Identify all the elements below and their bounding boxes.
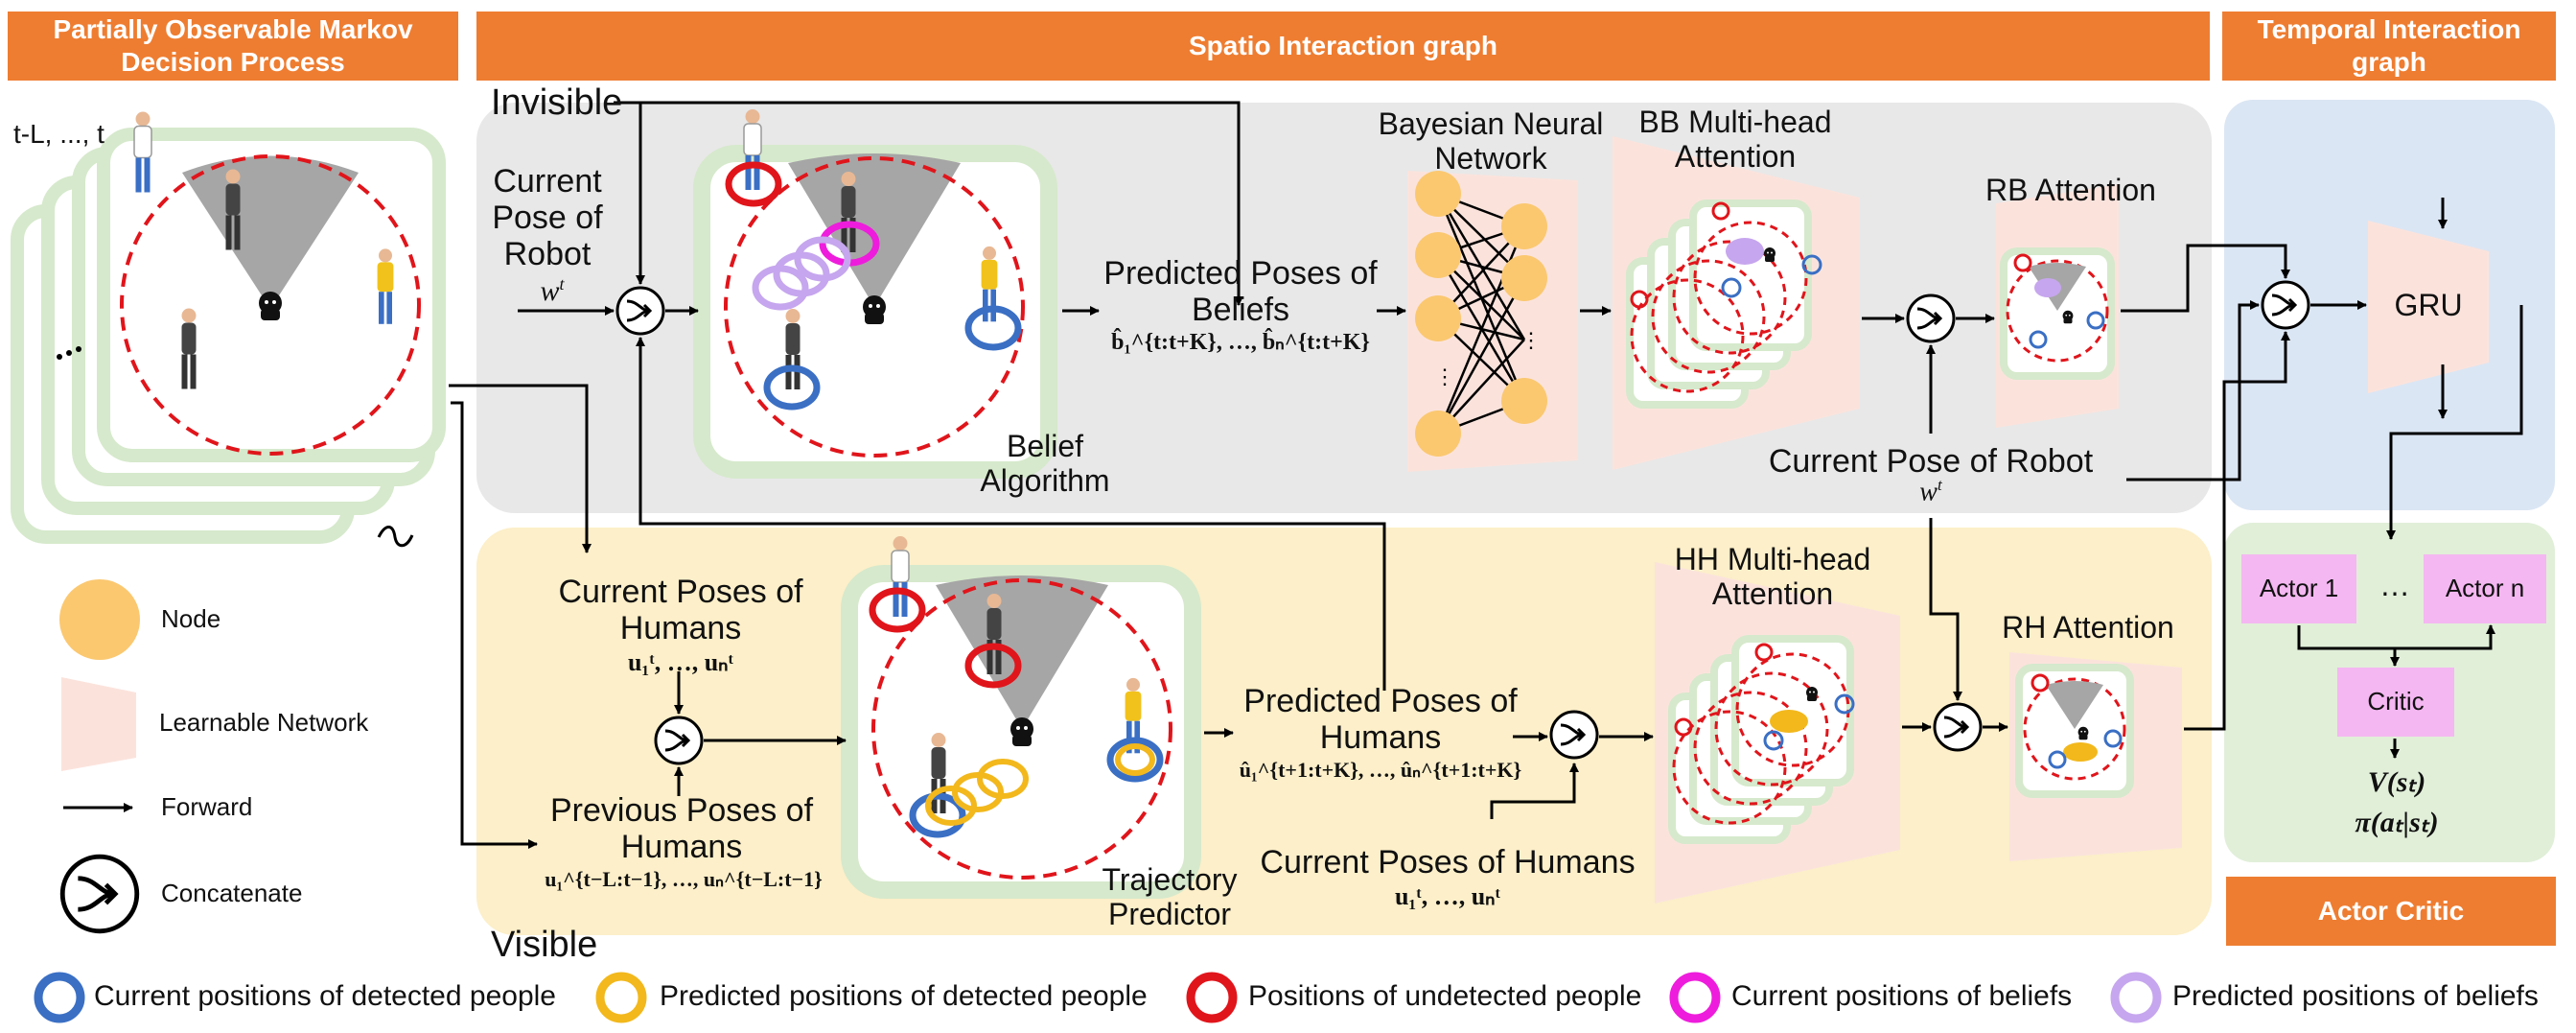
header-temporal: Temporal Interaction graph [2222, 12, 2556, 81]
current-pose-robot-label: Current Pose of Robot [492, 163, 603, 273]
actor-dots: … [2379, 568, 2410, 602]
belief-algorithm-label: Belief Algorithm [980, 429, 1110, 498]
concat-4 [1906, 293, 1956, 343]
bb-attention-label: BB Multi-head Attention [1638, 105, 1832, 174]
legend-node-label: Node [161, 604, 221, 633]
current-pose-robot-2-label: Current Pose of Robot [1768, 443, 2094, 480]
value-label: V(sₜ) [2367, 766, 2426, 798]
gru-label: GRU [2394, 288, 2463, 322]
header-actor-critic: Actor Critic [2226, 877, 2556, 946]
rb-attention-shape [1996, 184, 2119, 428]
previous-poses-formula: u₁^{t−L:t−1}, …, uₙ^{t−L:t−1} [545, 867, 823, 891]
trajectory-frame [841, 535, 1201, 899]
legend-concatenate-label: Concatenate [161, 879, 303, 907]
visible-label: Visible [491, 925, 598, 965]
bottom-legend-undetected: Positions of undetected people [1248, 980, 1642, 1012]
gru-shape [2368, 221, 2489, 393]
hh-attention-label: HH Multi-head Attention [1674, 542, 1871, 611]
w-t-2-label: wt [1919, 476, 1942, 507]
bottom-legend-current-beliefs: Current positions of beliefs [1731, 980, 2073, 1012]
predicted-poses-formula: û₁^{t+1:t+K}, …, ûₙ^{t+1:t+K} [1239, 758, 1522, 782]
actor1-label: Actor 1 [2259, 574, 2339, 602]
svg-text:⋮: ⋮ [1520, 328, 1542, 352]
predicted-beliefs-label: Predicted Poses of Beliefs [1103, 255, 1378, 329]
bottom-legend-detected: Current positions of detected people [94, 980, 556, 1012]
legend-learnable-label: Learnable Network [159, 708, 369, 737]
hh-attention-shape [1655, 562, 1900, 904]
current-poses-humans-2-label: Current Poses of Humans [1260, 844, 1636, 880]
concat-1 [615, 286, 665, 336]
concat-3 [1549, 710, 1599, 760]
rb-attention-label: RB Attention [1985, 173, 2156, 207]
header-spatio: Spatio Interaction graph [476, 12, 2210, 81]
legend-forward-label: Forward [161, 792, 253, 821]
policy-label: π(aₜ|sₜ) [2355, 807, 2439, 838]
bottom-legend-predicted-beliefs: Predicted positions of beliefs [2172, 980, 2539, 1012]
bnn-label: Bayesian Neural Network [1378, 106, 1604, 176]
predicted-poses-humans-label: Predicted Poses of Humans [1243, 683, 1518, 757]
header-pomdp: Partially Observable Markov Decision Pro… [8, 12, 458, 81]
pomdp-frames [11, 110, 446, 544]
bb-attention-shape [1613, 136, 1860, 470]
current-poses-humans-label: Current Poses of Humans [558, 574, 803, 647]
w-t-label: wt [540, 274, 565, 307]
actor1-box [2241, 554, 2356, 623]
rh-attention-shape [2009, 652, 2182, 861]
concat-6 [2261, 280, 2310, 330]
legend-learnable-shape [61, 677, 136, 771]
critic-label: Critic [2367, 687, 2425, 716]
legend-node-shape [59, 579, 140, 660]
rh-attention-label: RH Attention [2002, 610, 2174, 645]
predicted-beliefs-formula: b̂₁^{t:t+K}, …, b̂ₙ^{t:t+K} [1111, 330, 1370, 355]
concat-2 [654, 716, 704, 765]
concat-5 [1933, 702, 1983, 752]
current-poses-formula: u₁ᵗ, …, uₙᵗ [627, 648, 734, 676]
bnn-shape: ⋮ ⋮ [1407, 171, 1578, 472]
bottom-legend-predicted-detected: Predicted positions of detected people [660, 980, 1148, 1012]
legend-concat-shape [62, 857, 137, 931]
previous-poses-humans-label: Previous Poses of Humans [549, 792, 814, 866]
actorn-label: Actor n [2445, 574, 2525, 602]
belief-frame [693, 108, 1057, 479]
trajectory-predictor-label: Trajectory Predictor [1102, 862, 1238, 931]
pomdp-time-label: t-L, ..., t [13, 119, 104, 149]
actorn-box [2424, 554, 2546, 623]
critic-box [2337, 668, 2454, 737]
invisible-label: Invisible [491, 82, 623, 123]
svg-text:⋮: ⋮ [1434, 364, 1455, 388]
current-poses-formula-2: u₁ᵗ, …, uₙᵗ [1394, 882, 1501, 910]
